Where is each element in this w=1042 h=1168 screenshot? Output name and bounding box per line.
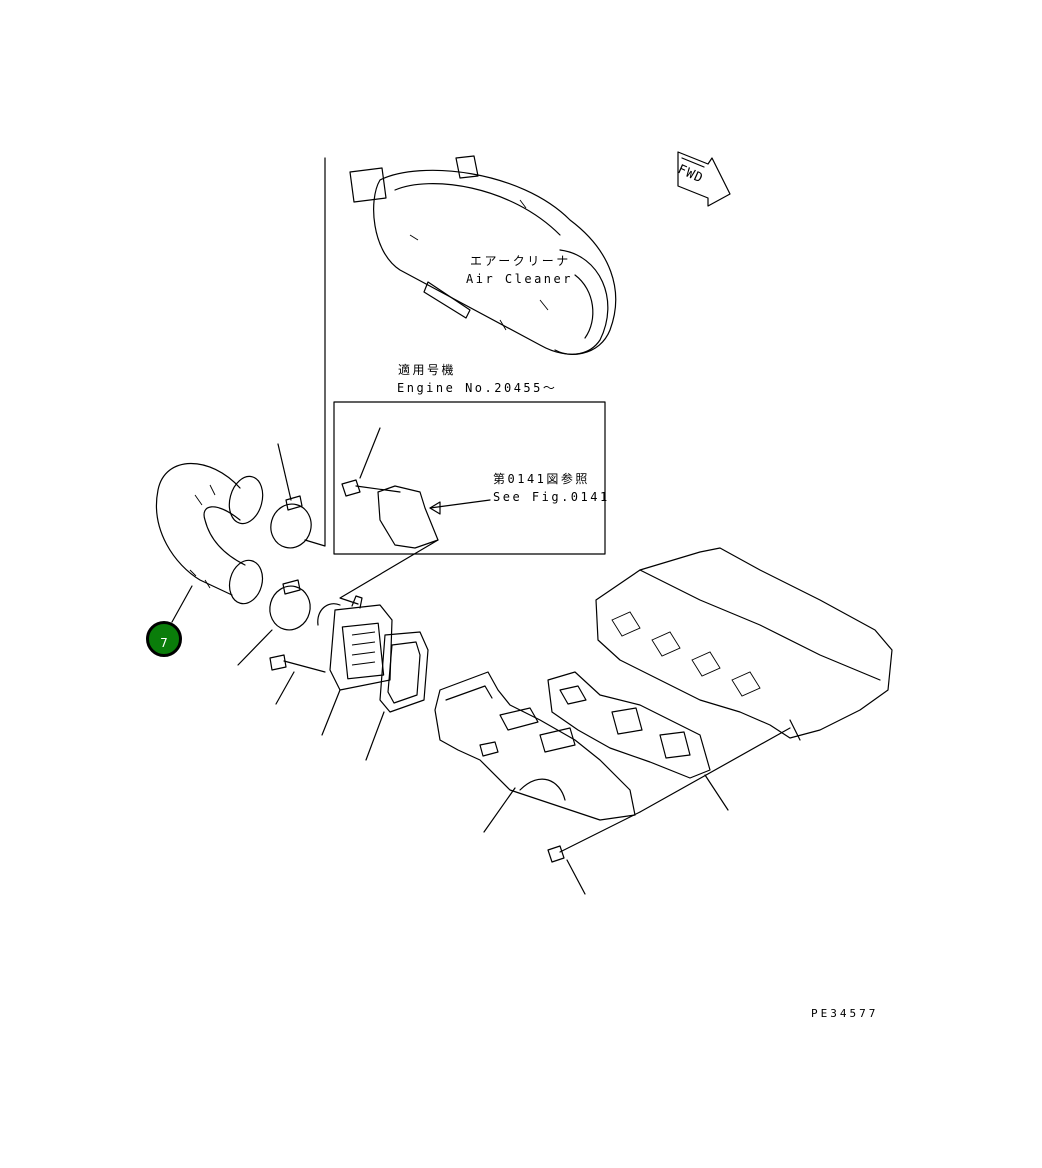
stud-bolt <box>547 727 791 895</box>
bracket-line <box>304 157 326 547</box>
air-cleaner <box>349 155 617 355</box>
hose-clamp-upper <box>270 443 312 549</box>
part-callout-7[interactable]: 7 <box>146 621 182 657</box>
air-cleaner-label-en: Air Cleaner <box>466 272 573 286</box>
intake-hose <box>156 462 264 623</box>
callout-number: 7 <box>160 636 168 650</box>
gasket <box>365 631 429 761</box>
engine-number-label: Engine No.20455～ <box>397 381 558 395</box>
cylinder-head <box>595 547 893 741</box>
hose-clamp-lower <box>237 579 311 666</box>
connector-housing <box>317 595 393 736</box>
reference-inset <box>333 401 606 605</box>
bolt <box>269 654 326 705</box>
see-fig-label-en: See Fig.0141 <box>493 490 610 504</box>
manifold-gasket <box>547 671 729 811</box>
see-fig-label-jp: 第0141図参照 <box>493 472 590 486</box>
fwd-arrow-icon <box>677 151 731 207</box>
air-cleaner-label-jp: エアークリーナ <box>470 254 571 268</box>
applicable-label-jp: 適用号機 <box>398 363 457 377</box>
intake-manifold <box>434 671 636 833</box>
drawing-id: PE34577 <box>811 1007 879 1020</box>
